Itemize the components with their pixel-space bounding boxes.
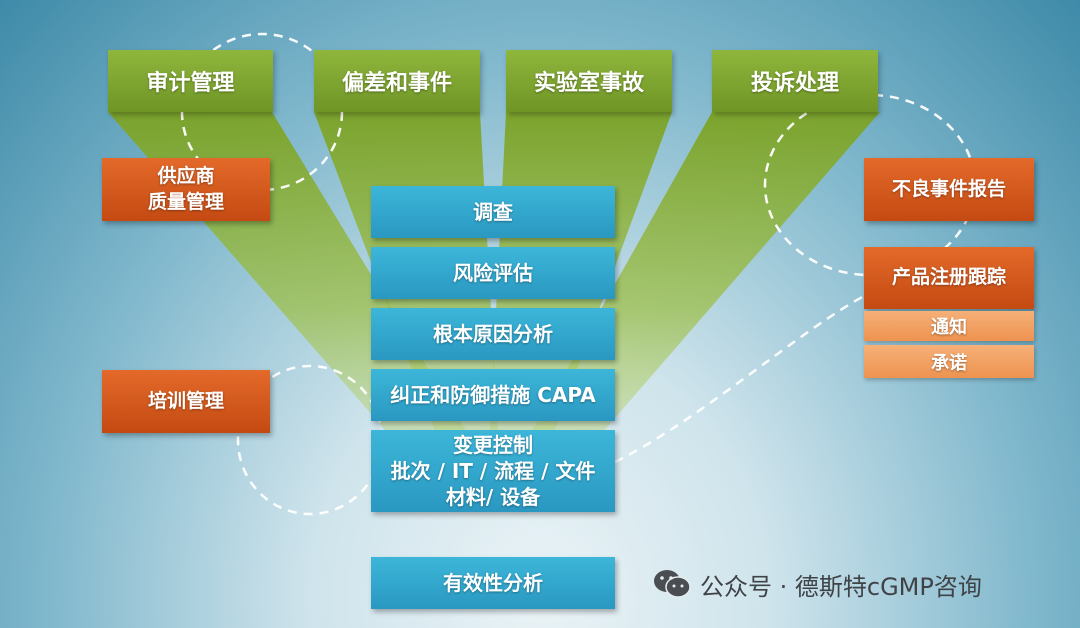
- adverse-event-report-box: 不良事件报告: [864, 158, 1034, 221]
- category-audit-management: 审计管理: [108, 50, 273, 112]
- wechat-icon: [654, 570, 691, 598]
- change-control-scope-2: 材料/ 设备: [445, 485, 541, 509]
- category-complaint-handling: 投诉处理: [712, 50, 878, 112]
- step-risk-assessment: 风险评估: [371, 247, 615, 299]
- step-root-cause-analysis: 根本原因分析: [371, 308, 615, 360]
- step-investigation: 调查: [371, 186, 615, 238]
- supplier-label-line1: 供应商: [157, 164, 215, 187]
- product-registration-box: 产品注册跟踪: [864, 247, 1034, 309]
- category-lab-incidents: 实验室事故: [506, 50, 672, 112]
- watermark-text: 公众号 · 德斯特cGMP咨询: [700, 572, 982, 601]
- category-deviation-events: 偏差和事件: [314, 50, 480, 112]
- training-management-box: 培训管理: [102, 370, 270, 433]
- loop-audit-supplier: [180, 32, 344, 192]
- supplier-quality-box: 供应商 质量管理: [102, 158, 270, 221]
- notification-box: 通知: [864, 311, 1034, 341]
- change-control-scope-1: 批次 / IT / 流程 / 文件: [390, 459, 596, 483]
- supplier-label-line2: 质量管理: [147, 190, 224, 213]
- step-change-control: 变更控制 批次 / IT / 流程 / 文件 材料/ 设备: [371, 430, 615, 512]
- step-effectiveness-analysis: 有效性分析: [371, 557, 615, 609]
- connector-right: [614, 293, 867, 464]
- watermark: 公众号 · 德斯特cGMP咨询: [652, 564, 982, 604]
- commitment-box: 承诺: [864, 345, 1034, 378]
- step-capa: 纠正和防御措施 CAPA: [371, 369, 615, 421]
- change-control-title: 变更控制: [453, 433, 533, 457]
